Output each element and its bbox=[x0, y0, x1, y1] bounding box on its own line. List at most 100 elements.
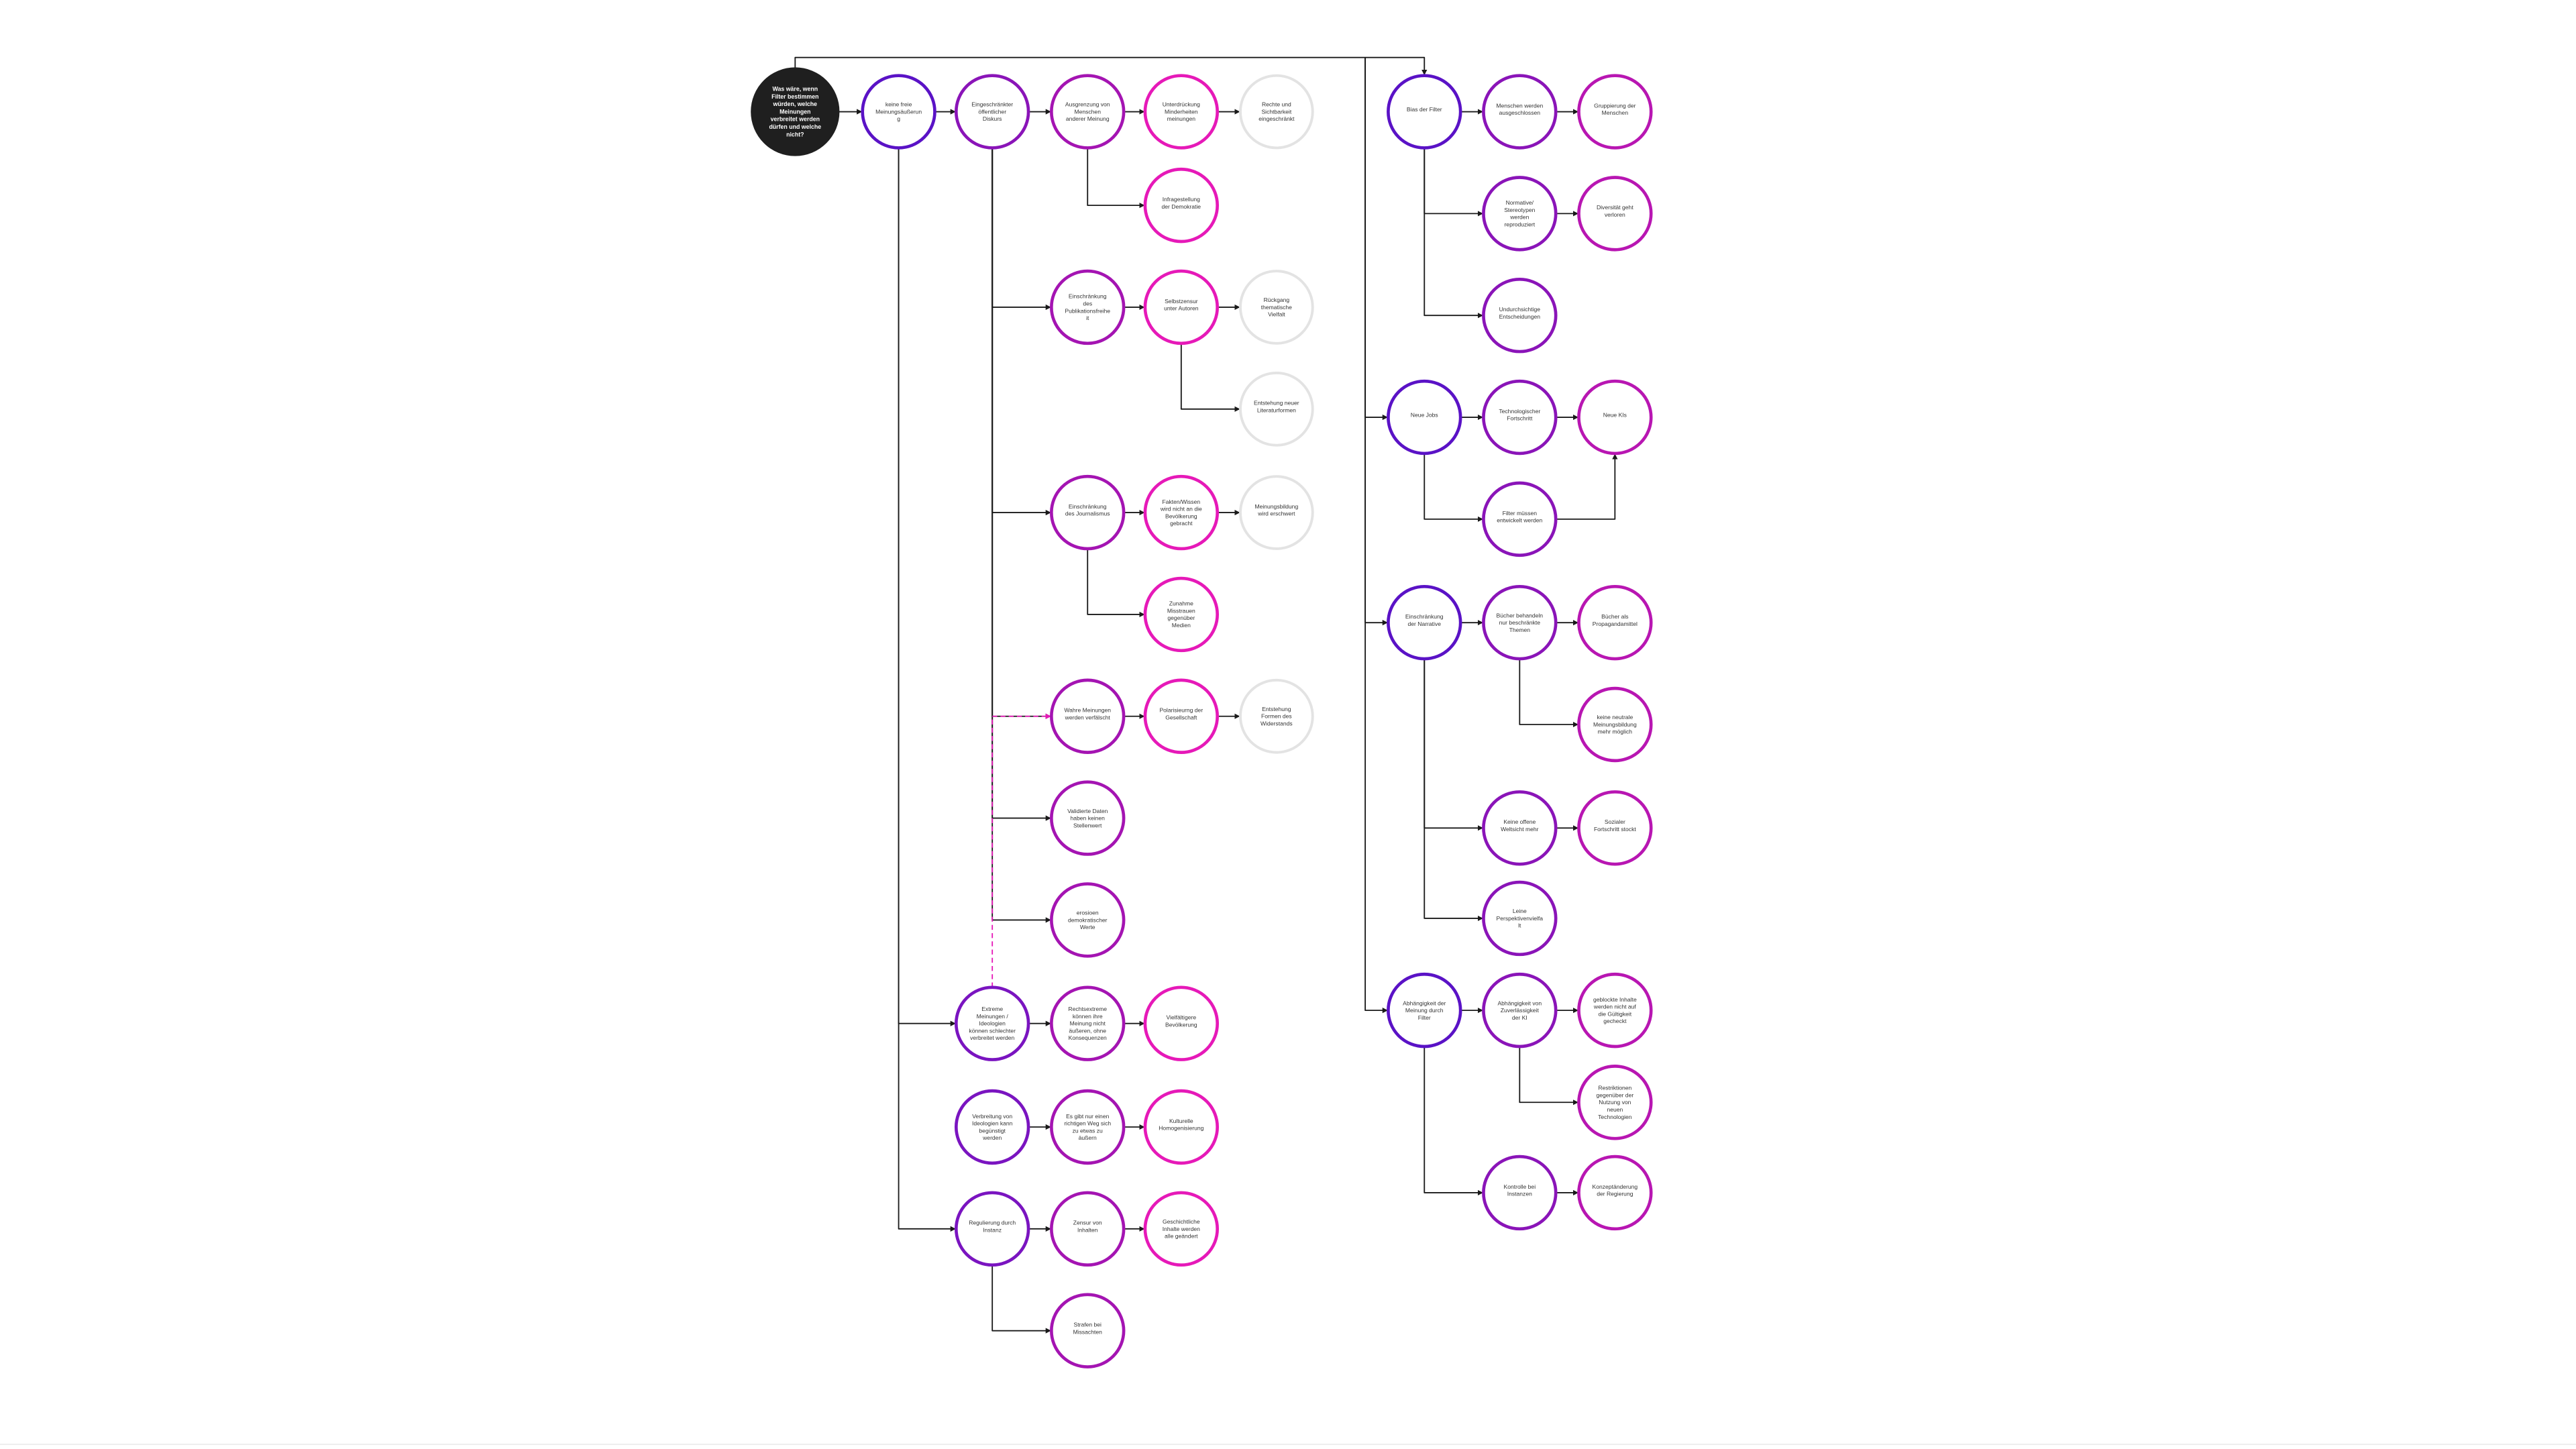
node-label-line: verloren bbox=[1605, 211, 1625, 218]
node-label-line: Homogenisierung bbox=[1159, 1125, 1203, 1132]
node-label-line: Nutzung von bbox=[1599, 1099, 1631, 1106]
connector-n1-n20 bbox=[898, 148, 956, 1026]
node-label-line: Ausgrenzung von bbox=[1065, 101, 1110, 108]
node-label-line: Filter bbox=[1418, 1014, 1431, 1021]
node-circle bbox=[954, 74, 1030, 150]
node-circle bbox=[954, 985, 1030, 1061]
node-label-line: Menschen bbox=[1602, 109, 1629, 116]
node-label-line: Minderheiten bbox=[1165, 108, 1198, 115]
node-label-line: Gesellschaft bbox=[1165, 714, 1197, 720]
node-label-line: äußeren, ohne bbox=[1069, 1027, 1106, 1034]
node-label-line: demokratischer bbox=[1068, 916, 1108, 923]
node-label-line: unter Autoren bbox=[1164, 305, 1199, 312]
node-label-line: richtigen Weg sich bbox=[1064, 1120, 1111, 1127]
node-label-line: keine neutrale bbox=[1597, 714, 1633, 720]
node-circle bbox=[1050, 1293, 1126, 1368]
node-label-line: gebracht bbox=[1170, 520, 1193, 527]
node-circle bbox=[1577, 379, 1653, 455]
node-label-line: Meinung durch bbox=[1405, 1007, 1444, 1014]
node-label-line: Neue KIs bbox=[1603, 411, 1627, 418]
node-label-line: Meinungsbildung bbox=[1254, 503, 1298, 510]
node-r9[interactable]: Neue KIs bbox=[1577, 379, 1653, 455]
node-r7[interactable]: Neue Jobs bbox=[1387, 379, 1462, 455]
node-label-line: Unterdrückung bbox=[1163, 101, 1200, 108]
node-label-line: Verbreitung von bbox=[972, 1113, 1012, 1120]
node-label-line: Entstehung bbox=[1262, 706, 1291, 712]
node-label-line: Menschen werden bbox=[1496, 102, 1543, 109]
node-label-line: Einschränkung bbox=[1069, 503, 1107, 510]
connector-root-r1 bbox=[794, 56, 1428, 76]
node-label-line: werden verfälscht bbox=[1065, 714, 1111, 720]
node-label-line: Kontrolle bei bbox=[1504, 1183, 1536, 1190]
node-circle bbox=[1482, 74, 1558, 150]
node-label-line: Konsequenzen bbox=[1069, 1034, 1107, 1041]
node-circle bbox=[1482, 379, 1558, 455]
node-circle bbox=[1143, 167, 1220, 244]
node-r1[interactable]: Bias der Filter bbox=[1387, 74, 1462, 150]
node-label-line: haben keinen bbox=[1071, 815, 1106, 822]
node-circle bbox=[1239, 475, 1314, 550]
node-label-line: Zuverlässigkeit bbox=[1501, 1007, 1540, 1014]
node-label-line: werden bbox=[982, 1134, 1002, 1141]
node-label-line: Technologischer bbox=[1499, 408, 1540, 415]
node-label-line: Validierte Daten bbox=[1067, 808, 1108, 814]
connector-r11-r15 bbox=[1424, 659, 1484, 831]
